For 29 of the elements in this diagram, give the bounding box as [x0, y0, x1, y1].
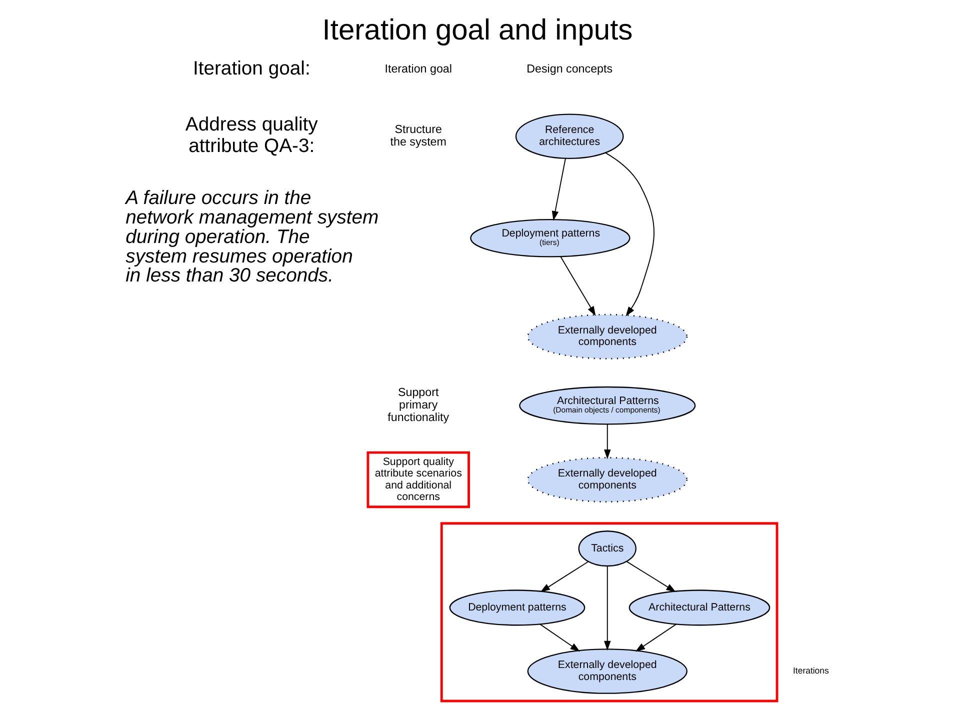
- node-ellipse: Reference architectures: [514, 114, 624, 159]
- arrow: [604, 424, 610, 460]
- arrow: [634, 624, 676, 652]
- node-ellipse: Deployment patterns (tiers): [470, 218, 630, 258]
- label: Structure the system: [390, 123, 446, 149]
- node-ellipse: Architectural Patterns: [628, 590, 770, 626]
- node-ellipse: Deployment patterns: [448, 590, 585, 626]
- arrow: [604, 566, 610, 651]
- arrow: [551, 158, 566, 221]
- cluster: [440, 522, 778, 702]
- label: Address quality attribute QA-3:: [184, 114, 318, 157]
- node-box: Support quality attribute scenarios and additional concerns: [366, 451, 470, 508]
- label: A failure occurs in the network management system during operation. The system resumes operation in less than 30 seconds.: [125, 187, 378, 287]
- arrow: [626, 561, 676, 592]
- node-ellipse: Externally developed components: [526, 314, 688, 360]
- arrow: [560, 256, 596, 316]
- label: Iteration goal: [384, 62, 452, 76]
- node-ellipse: Architectural Patterns (Domain objects / components): [518, 386, 696, 425]
- node-ellipse: Externally developed components: [526, 456, 688, 503]
- node-ellipse: Tactics: [578, 530, 636, 567]
- arrow: [540, 561, 588, 592]
- label: Design concepts: [526, 62, 612, 76]
- arrow: [539, 624, 580, 652]
- label: Support primary functionality: [387, 386, 449, 424]
- node-ellipse: Externally developed components: [526, 648, 687, 694]
- label: Iterations: [792, 665, 828, 676]
- arrow: [604, 152, 654, 316]
- label: Iteration goal:: [192, 57, 310, 80]
- diagram-title: Iteration goal and inputs: [322, 14, 632, 46]
